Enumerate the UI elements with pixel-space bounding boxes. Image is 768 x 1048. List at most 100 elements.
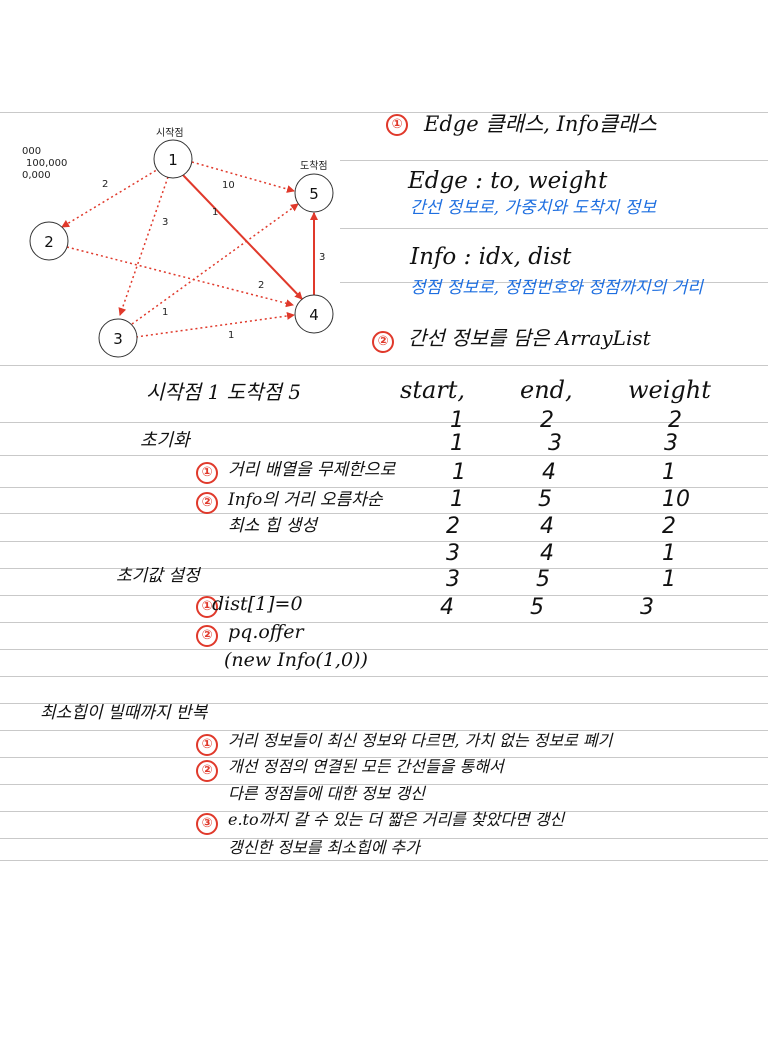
loop-marker-2: ② <box>196 760 218 782</box>
edge-1-4 <box>181 173 303 300</box>
ruled-line <box>340 160 768 161</box>
section1-title: Edge 클래스, Info클래스 <box>424 112 657 136</box>
ruled-line <box>0 513 768 514</box>
table-header-weight: weight <box>628 376 711 404</box>
init-title: 초기화 <box>140 430 190 451</box>
info-class-desc: 정점 정보로, 정점번호와 정점까지의 거리 <box>410 278 703 298</box>
edge-weight: 3 <box>319 252 325 263</box>
table-cell-end: 5 <box>530 595 544 620</box>
side-label: 000 <box>22 146 42 157</box>
edge-weight: 3 <box>162 217 168 228</box>
ruled-line <box>0 365 768 366</box>
node-2: 2 <box>29 221 69 261</box>
init-item: Info의 거리 오름차순 <box>228 490 383 510</box>
ruled-line <box>0 622 768 623</box>
loop-marker-1: ① <box>196 734 218 756</box>
start-end-line: 시작점 1 도착점 5 <box>146 380 301 404</box>
loop-item: 다른 정점들에 대한 정보 갱신 <box>228 784 425 803</box>
edge-1-3 <box>118 176 169 316</box>
start-caption: 시작점 <box>156 127 184 139</box>
table-cell-start: 1 <box>450 431 464 456</box>
table-header-start: start, <box>400 376 466 404</box>
setup-marker-1: ① <box>196 596 218 618</box>
marker-1: ① <box>386 114 408 136</box>
ruled-line <box>0 541 768 542</box>
node-label: 4 <box>309 306 319 324</box>
table-cell-weight: 2 <box>668 408 682 433</box>
init-marker-1: ① <box>196 462 218 484</box>
init-marker-2: ② <box>196 492 218 514</box>
edge-1-2 <box>61 167 161 228</box>
ruled-line <box>0 112 768 113</box>
loop-title: 최소힙이 빌때까지 반복 <box>40 703 208 723</box>
table-cell-weight: 2 <box>662 514 676 539</box>
node-1: 1 <box>153 139 193 179</box>
info-class-line: Info : idx, dist <box>410 244 572 270</box>
table-cell-weight: 3 <box>664 431 678 456</box>
node-label: 3 <box>113 330 123 348</box>
table-cell-weight: 3 <box>640 595 654 620</box>
marker-2: ② <box>372 331 394 353</box>
edge-weight: 1 <box>228 330 234 341</box>
edge-weight: 1 <box>162 307 168 318</box>
ruled-line <box>0 487 768 488</box>
edge-weight: 1 <box>212 207 218 218</box>
side-label: 100,000 <box>26 158 68 169</box>
ruled-line <box>340 282 768 283</box>
table-cell-end: 4 <box>540 514 554 539</box>
edge-3-4 <box>135 312 295 338</box>
ruled-line <box>0 811 768 812</box>
ruled-line <box>0 568 768 569</box>
edge-weight: 2 <box>258 280 264 291</box>
ruled-line <box>0 649 768 650</box>
table-header-end: end, <box>520 376 573 404</box>
table-cell-start: 1 <box>452 460 466 485</box>
edge-weight: 2 <box>102 179 108 190</box>
edge-1-5 <box>191 161 295 193</box>
table-cell-end: 5 <box>536 567 550 592</box>
ruled-line <box>0 595 768 596</box>
table-cell-start: 4 <box>440 595 454 620</box>
loop-item: 개선 정점의 연결된 모든 간선들을 통해서 <box>228 757 504 776</box>
node-label: 2 <box>44 233 54 251</box>
loop-item: 갱신한 정보를 최소힙에 추가 <box>228 838 420 857</box>
table-cell-start: 3 <box>446 567 460 592</box>
node-5: 5 <box>294 173 334 213</box>
end-caption: 도착점 <box>300 160 328 172</box>
table-cell-end: 4 <box>540 541 554 566</box>
ruled-line <box>0 860 768 861</box>
ruled-line <box>340 228 768 229</box>
table-cell-weight: 10 <box>662 487 690 512</box>
table-cell-start: 3 <box>446 541 460 566</box>
ruled-line <box>0 676 768 677</box>
init-item: 최소 힙 생성 <box>228 516 318 536</box>
edge-weight: 10 <box>222 180 235 191</box>
graph-diagram: 2 3 1 10 2 1 1 3 시작점 도착점 1 2 3 4 5 <box>29 127 334 358</box>
edge-3-5 <box>131 203 299 325</box>
section2-title: 간선 정보를 담은 ArrayList <box>408 326 651 350</box>
loop-item: e.to까지 갈 수 있는 더 짧은 거리를 찾았다면 갱신 <box>228 810 565 829</box>
setup-marker-2: ② <box>196 625 218 647</box>
ruled-line <box>0 455 768 456</box>
loop-item: 거리 정보들이 최신 정보와 다르면, 가치 없는 정보로 폐기 <box>228 731 613 750</box>
table-cell-start: 2 <box>446 514 460 539</box>
table-cell-end: 3 <box>548 431 562 456</box>
table-cell-end: 2 <box>540 408 554 433</box>
edge-class-line: Edge : to, weight <box>408 168 608 194</box>
edge-class-desc: 간선 정보로, 가중치와 도착지 정보 <box>410 198 656 218</box>
ruled-line <box>0 784 768 785</box>
table-cell-start: 1 <box>450 408 464 433</box>
table-cell-end: 5 <box>538 487 552 512</box>
ruled-line <box>0 838 768 839</box>
table-cell-weight: 1 <box>662 541 676 566</box>
node-label: 1 <box>168 151 178 169</box>
table-cell-weight: 1 <box>662 567 676 592</box>
node-4: 4 <box>294 294 334 334</box>
ruled-line <box>0 422 768 423</box>
setup-item: dist[1]=0 <box>212 593 303 615</box>
node-3: 3 <box>98 318 138 358</box>
setup-title: 초기값 설정 <box>116 566 200 586</box>
table-cell-end: 4 <box>542 460 556 485</box>
side-labels: 000 100,000 0,000 <box>22 146 67 182</box>
ruled-line <box>0 730 768 731</box>
